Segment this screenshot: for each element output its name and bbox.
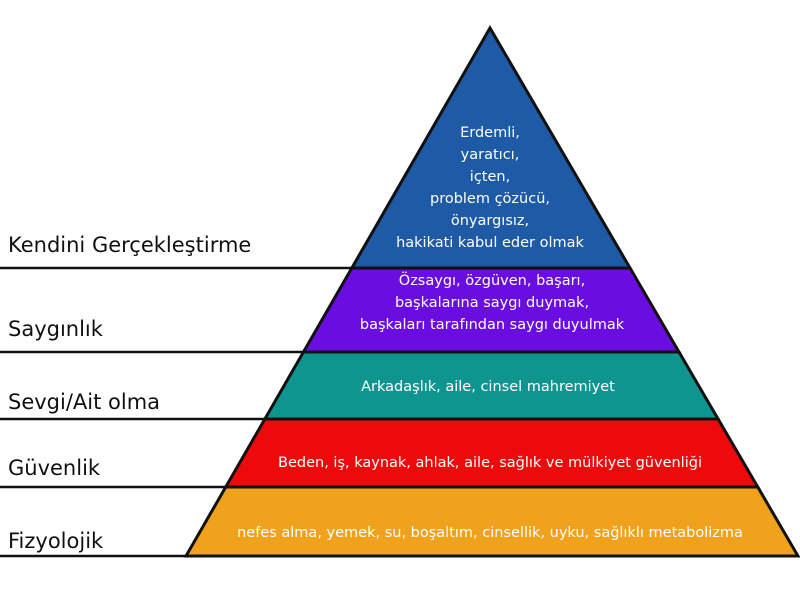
tier-text-line: Özsaygı, özgüven, başarı,: [398, 273, 586, 289]
level-label-4: Güvenlik: [8, 456, 101, 480]
level-label-5: Fizyolojik: [8, 529, 104, 553]
tier-text-5: nefes alma, yemek, su, boşaltım, cinsell…: [237, 522, 743, 544]
tier-text-line: yaratıcı,: [460, 147, 520, 163]
tier-text-3: Arkadaşlık, aile, cinsel mahremiyet: [361, 376, 615, 398]
tier-text-line: Beden, iş, kaynak, ahlak, aile, sağlık v…: [278, 455, 702, 471]
tier-text-4: Beden, iş, kaynak, ahlak, aile, sağlık v…: [278, 452, 702, 474]
tier-text-2: Özsaygı, özgüven, başarı, başkalarına say…: [360, 270, 624, 336]
level-label-3: Sevgi/Ait olma: [8, 390, 161, 414]
tier-text-line: problem çözücü,: [429, 191, 551, 207]
tier-text-line: hakikati kabul eder olmak: [396, 235, 584, 251]
tier-text-line: içten,: [469, 169, 511, 185]
tier-text-1: Erdemli, yaratıcı, içten, problem çözücü, ön…: [396, 122, 584, 254]
tier-text-line: Erdemli,: [460, 125, 520, 141]
level-label-1: Kendini Gerçekleştirme: [8, 233, 252, 257]
tier-text-line: başkalarına saygı duymak,: [394, 295, 590, 311]
tier-text-line: Arkadaşlık, aile, cinsel mahremiyet: [361, 379, 615, 395]
level-label-2: Saygınlık: [8, 317, 103, 341]
tier-text-line: başkaları tarafından saygı duyulmak: [359, 317, 625, 333]
pyramid-tier-5: [183, 485, 800, 558]
tier-text-line: önyargısız,: [450, 213, 530, 229]
tier-text-line: nefes alma, yemek, su, boşaltım, cinsell…: [237, 525, 743, 541]
